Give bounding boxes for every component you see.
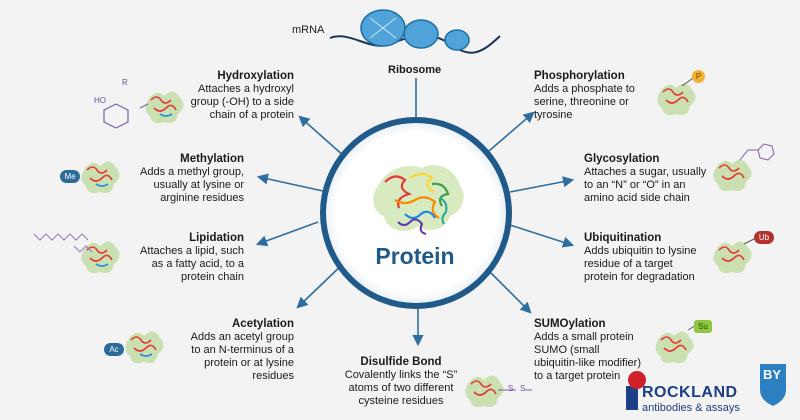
- sulfur-tag-2: S: [520, 384, 526, 393]
- acetyl-tag: Ac: [104, 343, 124, 356]
- sumoylation-title: SUMOylation: [534, 318, 606, 330]
- ubiquitination-block: Ubiquitination Adds ubiquitin to lysine …: [584, 232, 716, 284]
- ubiquitin-tag: Ub: [754, 231, 774, 244]
- glycosylation-block: Glycosylation Attaches a sugar, usually …: [584, 153, 716, 205]
- acetylation-protein-icon: [125, 331, 164, 364]
- hydroxylation-block: Hydroxylation Attaches a hydroxyl group …: [178, 70, 294, 122]
- ubiquitination-protein-icon: [713, 237, 757, 274]
- mini-protein-icons: [33, 75, 775, 408]
- r-group-tag: R: [122, 78, 128, 87]
- rockland-logo-mark: [626, 364, 786, 410]
- arrow-lipidation: [255, 221, 319, 247]
- sumoylation-desc: Adds a small protein SUMO (small ubiquit…: [534, 331, 641, 382]
- glycosylation-title: Glycosylation: [584, 153, 660, 165]
- methylation-desc: Adds a methyl group, usually at lysine o…: [140, 166, 244, 204]
- lipidation-desc: Attaches a lipid, such as a fatty acid, …: [140, 245, 244, 283]
- arrow-ubiquitination: [509, 224, 575, 248]
- rockland-name: ROCKLAND: [642, 384, 738, 401]
- ubiquitination-desc: Adds ubiquitin to lysine residue of a ta…: [584, 245, 697, 283]
- lipidation-protein-icon: [33, 233, 120, 274]
- protein-structure-illustration: [373, 165, 464, 235]
- arrow-hydroxylation: [298, 115, 346, 158]
- by-badge: BY: [763, 367, 782, 382]
- phosphate-tag: P: [692, 70, 705, 83]
- methyl-tag: Me: [60, 170, 80, 183]
- glycosylation-desc: Attaches a sugar, usually to an “N” or “…: [584, 166, 707, 204]
- arrow-glycosylation: [509, 176, 575, 193]
- phosphorylation-title: Phosphorylation: [534, 70, 625, 82]
- disulfide-title: Disulfide Bond: [360, 356, 442, 368]
- acetylation-block: Acetylation Adds an acetyl group to an N…: [174, 318, 294, 383]
- acetylation-title: Acetylation: [232, 318, 294, 330]
- disulfide-protein-icon: [465, 375, 532, 408]
- arrow-acetylation: [296, 261, 346, 309]
- disulfide-block: Disulfide Bond Covalently links the “S” …: [334, 356, 468, 408]
- ribosome-label: Ribosome: [388, 64, 442, 76]
- ribosome-illustration: [329, 9, 501, 54]
- rockland-tagline: antibodies & assays: [642, 402, 740, 414]
- phosphorylation-desc: Adds a phosphate to serine, threonine or…: [534, 83, 635, 121]
- methylation-title: Methylation: [180, 153, 244, 165]
- methylation-protein-icon: [81, 161, 120, 194]
- protein-ring: [320, 117, 512, 309]
- hydroxylation-title: Hydroxylation: [217, 70, 294, 82]
- arrow-phosphorylation: [481, 111, 535, 158]
- hydroxyl-tag: HO: [94, 96, 106, 105]
- disulfide-desc: Covalently links the “S” atoms of two di…: [344, 369, 458, 407]
- methylation-block: Methylation Adds a methyl group, usually…: [128, 153, 244, 205]
- lipidation-title: Lipidation: [189, 232, 244, 244]
- lipidation-block: Lipidation Attaches a lipid, such as a f…: [128, 232, 244, 284]
- sulfur-tag-1: S: [508, 384, 514, 393]
- hydroxylation-desc: Attaches a hydroxyl group (-OH) to a sid…: [190, 83, 294, 121]
- sumoylation-protein-icon: [655, 323, 699, 364]
- acetylation-desc: Adds an acetyl group to an N-terminus of…: [190, 331, 294, 382]
- sumo-tag: Su: [694, 320, 712, 333]
- ubiquitination-title: Ubiquitination: [584, 232, 662, 244]
- hydroxylation-protein-icon: [103, 91, 184, 129]
- protein-label: Protein: [375, 243, 455, 269]
- phosphorylation-block: Phosphorylation Adds a phosphate to seri…: [534, 70, 662, 122]
- phosphorylation-protein-icon: [657, 75, 697, 116]
- glycosylation-protein-icon: [713, 143, 775, 192]
- arrow-methylation: [256, 173, 324, 192]
- mrna-label: mRNA: [292, 24, 325, 36]
- sumoylation-block: SUMOylation Adds a small protein SUMO (s…: [534, 318, 658, 383]
